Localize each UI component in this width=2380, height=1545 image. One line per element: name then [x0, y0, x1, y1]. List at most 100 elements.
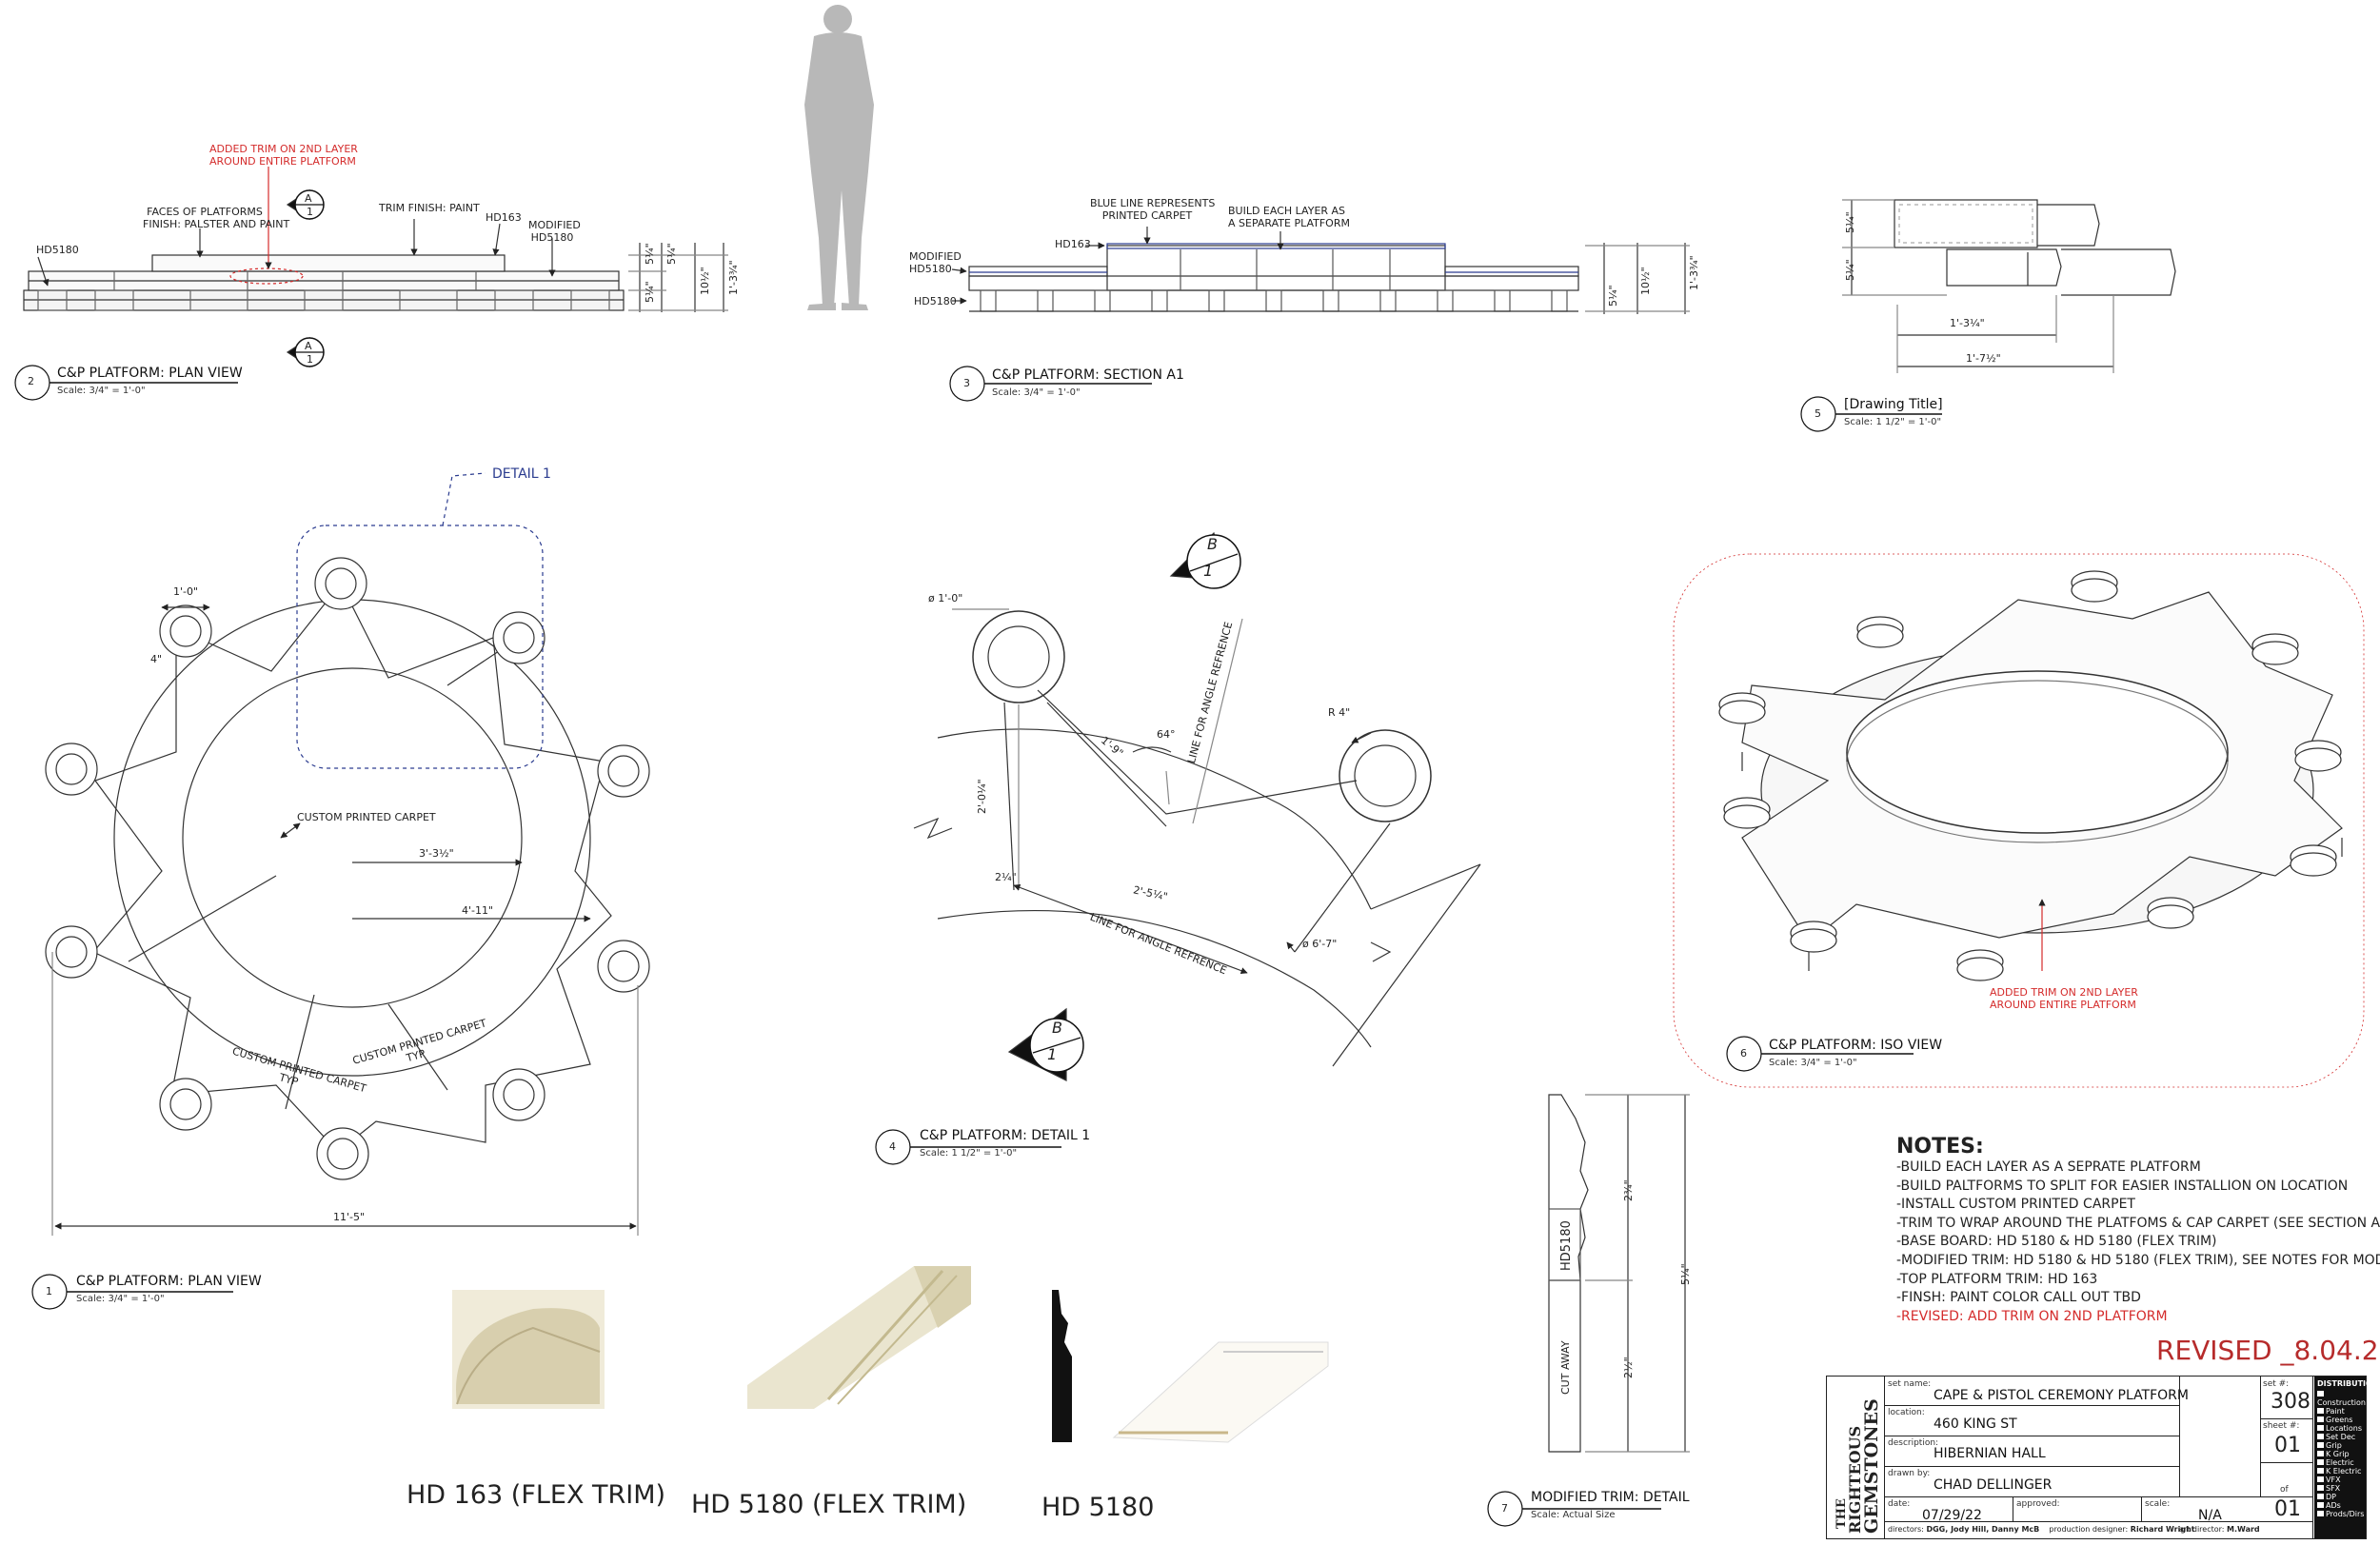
view-3-title: C&P PLATFORM: SECTION A1 [992, 367, 1184, 383]
section-b-top-num: 1 [1203, 562, 1214, 580]
dist-item[interactable]: Electric [2317, 1458, 2366, 1467]
dist-item[interactable]: VFX [2317, 1476, 2366, 1484]
elevation-view-2 [14, 167, 728, 401]
iso-view-6 [1673, 553, 2365, 1088]
dim-5-1-4-a: 5¼" [644, 243, 656, 265]
set-name-value: CAPE & PISTOL CEREMONY PLATFORM [1934, 1388, 2189, 1403]
date-label: date: [1888, 1499, 1911, 1509]
view-6-title: C&P PLATFORM: ISO VIEW [1769, 1038, 1943, 1053]
view-7-number: 7 [1501, 1502, 1508, 1515]
dist-item[interactable]: Grip [2317, 1441, 2366, 1450]
dim-1-3-1-4: 1'-3¼" [1950, 317, 1985, 329]
dim-1-3-3-4: 1'-3¾" [727, 260, 740, 295]
section-b-top-letter: B [1207, 535, 1218, 553]
dim-2-0-1-4: 2'-0¼" [976, 779, 988, 814]
dist-item[interactable]: K Electric [2317, 1467, 2366, 1476]
product-hd163: HD 163 (FLEX TRIM) [407, 1480, 666, 1510]
notes-title: NOTES: [1896, 1135, 1984, 1159]
note-line: -INSTALL CUSTOM PRINTED CARPET [1896, 1197, 2135, 1213]
title-block: THE RIGHTEOUS GEMSTONES set name: CAPE &… [1826, 1376, 2380, 1539]
dist-item[interactable]: Construction [2317, 1390, 2366, 1407]
dim-5-1-4-v5a: 5¼" [1844, 211, 1856, 233]
logo-gemstones: GEMSTONES [1861, 1398, 1882, 1534]
set-number-label: set #: [2263, 1379, 2290, 1389]
scale-value: N/A [2198, 1508, 2222, 1523]
dim-1-0: 1'-0" [173, 585, 199, 598]
view-4-title: C&P PLATFORM: DETAIL 1 [920, 1128, 1091, 1143]
dim-2-3-4: 2¾" [1622, 1179, 1635, 1201]
note-line: -TRIM TO WRAP AROUND THE PLATFOMS & CAP … [1896, 1215, 2380, 1231]
sheet-number-value: 01 [2274, 1434, 2301, 1457]
trim-section-view-5 [1800, 199, 2176, 432]
dist-item[interactable]: Locations [2317, 1424, 2366, 1433]
dim-4in: 4" [150, 653, 163, 665]
of-label: of [2280, 1485, 2289, 1495]
detail-view-4 [875, 531, 1481, 1165]
drawn-by-label: drawn by: [1888, 1469, 1931, 1478]
view-1-scale: Scale: 3/4" = 1'-0" [76, 1294, 165, 1304]
dim-11-5: 11'-5" [333, 1211, 366, 1223]
dim-2-1-4: 2¼" [995, 871, 1017, 883]
hd5180-section-label: HD5180 [914, 295, 957, 307]
note-line: -BUILD EACH LAYER AS A SEPRATE PLATFORM [1896, 1159, 2201, 1175]
view-6-scale: Scale: 3/4" = 1'-0" [1769, 1058, 1857, 1068]
note-line: -BASE BOARD: HD 5180 & HD 5180 (FLEX TRI… [1896, 1234, 2217, 1250]
distribution-panel: DISTRIBUTION: Construction Paint Greens … [2314, 1377, 2380, 1538]
note-line: -BUILD PALTFORMS TO SPLIT FOR EASIER INS… [1896, 1178, 2349, 1194]
view-2-title: C&P PLATFORM: PLAN VIEW [57, 366, 243, 381]
view-7-title: MODIFIED TRIM: DETAIL [1531, 1490, 1690, 1505]
dist-item[interactable]: DP [2317, 1493, 2366, 1501]
dim-5-1-4-b: 5¼" [644, 281, 656, 303]
dim-1-7-1-2: 1'-7½" [1966, 352, 2001, 365]
view-2-scale: Scale: 3/4" = 1'-0" [57, 386, 146, 396]
section-b-bottom-num: 1 [1047, 1045, 1058, 1063]
view-5-number: 5 [1815, 407, 1821, 420]
location-value: 460 KING ST [1934, 1416, 2017, 1432]
view-5-scale: Scale: 1 1/2" = 1'-0" [1844, 417, 1942, 427]
dim-5-1-4-c: 5¼" [665, 243, 678, 265]
trim-profile-view-7 [1487, 1094, 1690, 1527]
section-view-3 [949, 227, 1690, 402]
note-line-revised: -REVISED: ADD TRIM ON 2ND PLATFORM [1896, 1308, 2168, 1324]
logo-panel: THE RIGHTEOUS GEMSTONES [1827, 1377, 1885, 1538]
approved-label: approved: [2016, 1499, 2060, 1509]
dist-item[interactable]: K Grip [2317, 1450, 2366, 1458]
dim-5-1-4-v5b: 5¼" [1844, 259, 1856, 281]
dist-item[interactable]: Greens [2317, 1416, 2366, 1424]
notes-block: NOTES: -BUILD EACH LAYER AS A SEPRATE PL… [1896, 1135, 2380, 1326]
section-marker-1-bottom: 1 [307, 353, 313, 366]
dim-dia-6-7: ø 6'-7" [1302, 938, 1338, 950]
art-director-row: art director: M.Ward [2179, 1525, 2260, 1534]
detail-1-callout: DETAIL 1 [492, 466, 551, 482]
view-2-number: 2 [28, 375, 34, 387]
set-name-label: set name: [1888, 1379, 1932, 1389]
dim-4-11: 4'-11" [462, 904, 494, 917]
dim-10-1-2-sec: 10½" [1639, 267, 1652, 295]
scale-figure [804, 5, 874, 310]
dist-item[interactable]: Paint [2317, 1407, 2366, 1416]
view-6-number: 6 [1740, 1047, 1747, 1060]
description-value: HIBERNIAN HALL [1934, 1446, 2046, 1461]
hd163-section-label: HD163 [1055, 238, 1091, 250]
dist-item[interactable]: SFX [2317, 1484, 2366, 1493]
dist-item[interactable]: ADs [2317, 1501, 2366, 1510]
description-label: description: [1888, 1438, 1939, 1448]
view-1-title: C&P PLATFORM: PLAN VIEW [76, 1274, 262, 1289]
dist-item[interactable]: Set Dec [2317, 1433, 2366, 1441]
note-line: -FINSH: PAINT COLOR CALL OUT TBD [1896, 1290, 2141, 1306]
dist-item[interactable]: Prods/Dirs [2317, 1510, 2366, 1518]
dim-5-1-4-sec: 5¼" [1607, 285, 1619, 307]
product-hd5180-flex: HD 5180 (FLEX TRIM) [691, 1490, 967, 1519]
product-photos [452, 1266, 1329, 1443]
trim-finish-note: TRIM FINISH: PAINT [379, 202, 480, 214]
dim-5-1-4-trim: 5¼" [1679, 1263, 1692, 1285]
revised-stamp: REVISED _8.04.22 [2156, 1335, 2380, 1366]
drawn-by-value: CHAD DELLINGER [1934, 1477, 2053, 1493]
